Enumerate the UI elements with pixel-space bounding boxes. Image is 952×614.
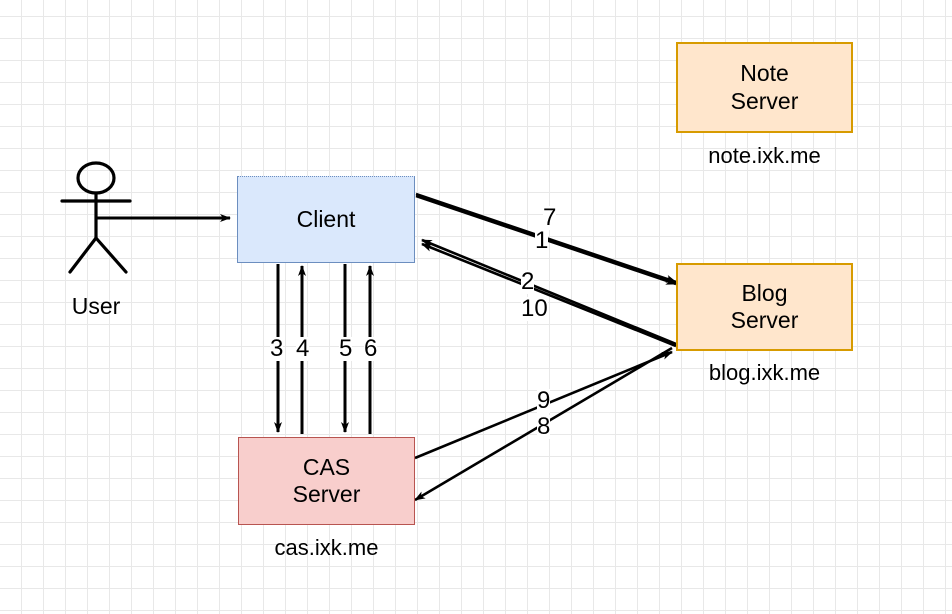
actor-left-leg-line xyxy=(68,236,98,274)
node-cas-server[interactable]: CAS Server xyxy=(238,437,415,525)
caption-note-server: note.ixk.me xyxy=(708,143,821,168)
caption-cas-server: cas.ixk.me xyxy=(274,535,379,560)
node-note-server-label-line1: Note xyxy=(740,60,789,87)
node-client[interactable]: Client xyxy=(237,176,415,263)
edge-blog-to-client-2 xyxy=(421,238,677,346)
node-blog-server[interactable]: Blog Server xyxy=(676,263,853,351)
node-client-label: Client xyxy=(296,205,356,232)
edge-label-6: 6 xyxy=(364,335,378,362)
node-blog-server-label-line2: Server xyxy=(730,307,799,333)
edge-label-3: 3 xyxy=(270,335,284,362)
edge-label-8: 8 xyxy=(537,413,551,440)
edge-blog-to-client-10 xyxy=(421,242,677,348)
node-note-server-label-line2: Server xyxy=(730,87,799,114)
edge-label-4: 4 xyxy=(296,335,310,362)
user-actor-figure xyxy=(60,161,132,274)
edge-label-7: 7 xyxy=(543,204,557,231)
node-note-server[interactable]: Note Server xyxy=(676,42,853,133)
node-cas-server-label-line2: Server xyxy=(292,481,361,507)
actor-right-leg-line xyxy=(94,236,128,274)
edge-label-9: 9 xyxy=(537,387,551,414)
actor-label-user: User xyxy=(71,293,121,319)
edge-label-5: 5 xyxy=(339,335,353,362)
node-cas-server-label-line1: CAS xyxy=(302,453,351,480)
caption-blog-server: blog.ixk.me xyxy=(708,360,821,385)
edge-label-1: 1 xyxy=(535,227,549,254)
edge-label-2: 2 xyxy=(521,268,535,295)
node-blog-server-label-line1: Blog xyxy=(741,279,788,306)
actor-head-icon xyxy=(76,161,116,195)
edge-label-10: 10 xyxy=(521,295,548,322)
